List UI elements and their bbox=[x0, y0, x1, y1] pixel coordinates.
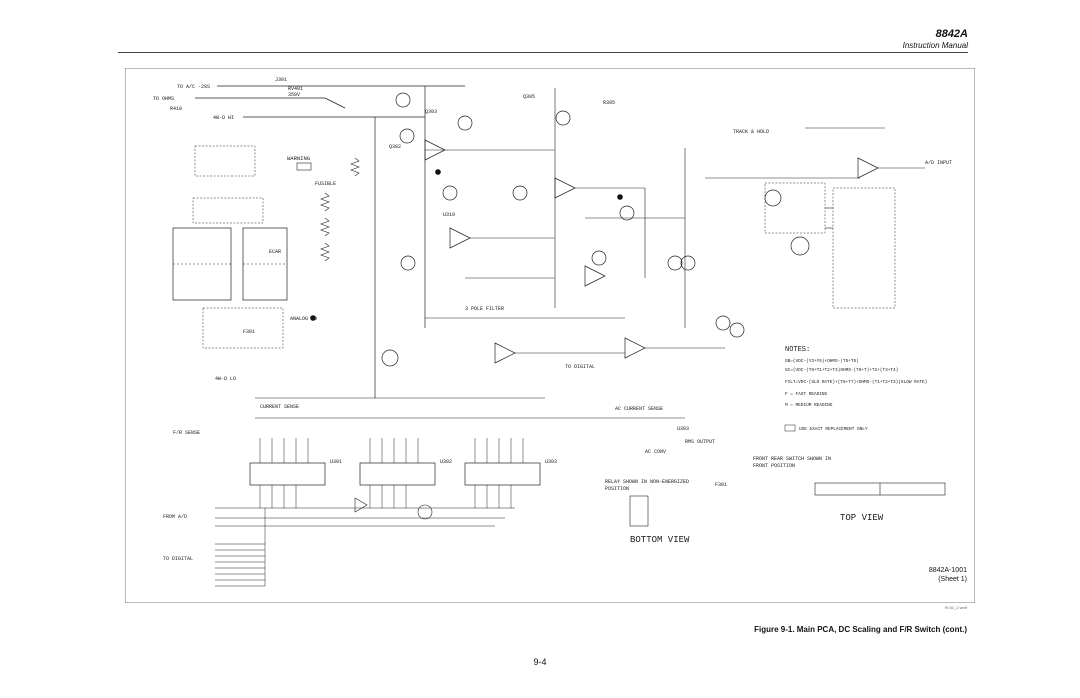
label-r305: R305 bbox=[603, 100, 615, 106]
label-u302c: U303 bbox=[677, 426, 689, 432]
relay-note-1: RELAY SHOWN IN NON-ENERGIZED bbox=[605, 479, 689, 485]
transistor-q313 bbox=[680, 255, 696, 271]
top-view-label: TOP VIEW bbox=[840, 513, 884, 523]
opamp-u307 bbox=[857, 157, 879, 179]
label-ecar: ECAR bbox=[269, 249, 281, 255]
label-current-sense: CURRENT SENSE bbox=[260, 404, 299, 410]
schematic-diagram: TO A/C -20S J301 RV401 350V TO OHMS R410… bbox=[125, 68, 975, 603]
opamp-u306 bbox=[554, 177, 576, 199]
transistor-q305 bbox=[555, 110, 571, 126]
front-rear-note-2: FRONT POSITION bbox=[753, 463, 795, 469]
figure-id: 8842A-1001 bbox=[928, 567, 967, 574]
label-u302: U302 bbox=[440, 459, 452, 465]
note-medium: M = MEDIUM READING bbox=[785, 403, 833, 408]
label-fr-sense: F/R SENSE bbox=[173, 430, 200, 436]
label-track-hold: TRACK & HOLD bbox=[733, 129, 769, 135]
figure-sheet: (Sheet 1) bbox=[938, 576, 967, 583]
opamp-u309 bbox=[449, 227, 471, 249]
relay-note-2: POSITION bbox=[605, 486, 629, 492]
label-to-ac: TO A/C -20S bbox=[177, 84, 210, 90]
transistor-q303 bbox=[457, 115, 473, 131]
note-gb: GB=(VDC-(Y3+Y5)+OHMS-(T5+T6) bbox=[785, 359, 859, 364]
figure-caption: Figure 9-1. Main PCA, DC Scaling and F/R… bbox=[754, 625, 967, 634]
transistor-q310 bbox=[442, 185, 458, 201]
transistor-q302 bbox=[399, 128, 415, 144]
header-divider bbox=[118, 52, 968, 53]
transistor-q314 bbox=[764, 189, 782, 207]
note-fast: F = FAST READING bbox=[785, 392, 828, 397]
transistor-q309 bbox=[381, 349, 399, 367]
relay-k301 bbox=[629, 495, 649, 527]
manual-model-title: 8842A bbox=[935, 28, 968, 40]
label-analog-lo: ANALOG LO bbox=[290, 316, 317, 322]
ic-u303 bbox=[464, 462, 541, 486]
warning-label: WARNING bbox=[287, 155, 310, 162]
label-to-digital: TO DIGITAL bbox=[163, 556, 193, 562]
label-three-pole: 3 POLE FILTER bbox=[465, 306, 504, 312]
label-s301-top: F301 bbox=[715, 482, 727, 488]
transistor-q312 bbox=[512, 185, 528, 201]
transistor-q311 bbox=[667, 255, 683, 271]
label-u309: U310 bbox=[443, 212, 455, 218]
label-to-digital-3: TO DIGITAL bbox=[565, 364, 595, 370]
notes-title: NOTES: bbox=[785, 346, 810, 354]
page-number: 9-4 bbox=[533, 657, 547, 667]
label-u303: U303 bbox=[545, 459, 557, 465]
label-r410: R410 bbox=[170, 106, 182, 112]
opamp-u305b bbox=[624, 337, 646, 359]
label-to-ohms: TO OHMS bbox=[153, 96, 174, 102]
label-350v: 350V bbox=[288, 92, 300, 98]
label-fusible: FUSIBLE bbox=[315, 181, 336, 187]
ic-u302 bbox=[359, 462, 436, 486]
label-s301: F301 bbox=[243, 329, 255, 335]
label-q303: Q303 bbox=[425, 109, 437, 115]
note-replacement: USE EXACT REPLACEMENT ONLY bbox=[799, 427, 868, 432]
transistor-q317 bbox=[715, 315, 731, 331]
schematic-svg: TO A/C -20S J301 RV401 350V TO OHMS R410… bbox=[125, 68, 975, 603]
note-filt: FILT=VDC-(SLO RATE)+(T8+T7)+OHMS-(T1+T2+… bbox=[785, 380, 927, 385]
label-ac-conv: AC CONV bbox=[645, 449, 666, 455]
label-j301: J301 bbox=[275, 77, 287, 83]
bottom-view-label: BOTTOM VIEW bbox=[630, 535, 690, 545]
front-rear-note-1: FRONT REAR SWITCH SHOWN IN bbox=[753, 456, 831, 462]
label-q302: Q302 bbox=[389, 144, 401, 150]
transistor-q307 bbox=[400, 255, 416, 271]
label-from-ad: FROM A/D bbox=[163, 514, 187, 520]
transistor-q301 bbox=[395, 92, 411, 108]
opamp-filter bbox=[494, 342, 516, 364]
manual-subtitle: Instruction Manual bbox=[902, 41, 968, 50]
transistor-q319 bbox=[619, 205, 635, 221]
transistor-q308 bbox=[591, 250, 607, 266]
figure-id-block: 8842A-1001 (Sheet 1) bbox=[929, 566, 967, 584]
transistor-q321 bbox=[790, 236, 810, 256]
label-q305: Q305 bbox=[523, 94, 535, 100]
label-u301: U301 bbox=[330, 459, 342, 465]
ic-u301 bbox=[249, 462, 326, 486]
label-rms-output: RMS OUTPUT bbox=[685, 439, 715, 445]
figure-file-id: f9-01_2.wmf bbox=[944, 605, 967, 610]
label-4w-lo: 4W-Ω LO bbox=[215, 376, 236, 382]
label-ad-input: A/D INPUT bbox=[925, 160, 952, 166]
label-rv401: RV401 bbox=[288, 86, 303, 92]
opamp-u308 bbox=[584, 265, 606, 287]
label-ac-current: AC CURRENT SENSE bbox=[615, 406, 663, 412]
note-gc: GC=(VDC-(T8+T1+T2+T3)OHMS-(T8+T)+T2+(T3+… bbox=[785, 368, 898, 373]
transistor-q318 bbox=[729, 322, 745, 338]
label-4w-hi: 4W-Ω HI bbox=[213, 115, 234, 121]
